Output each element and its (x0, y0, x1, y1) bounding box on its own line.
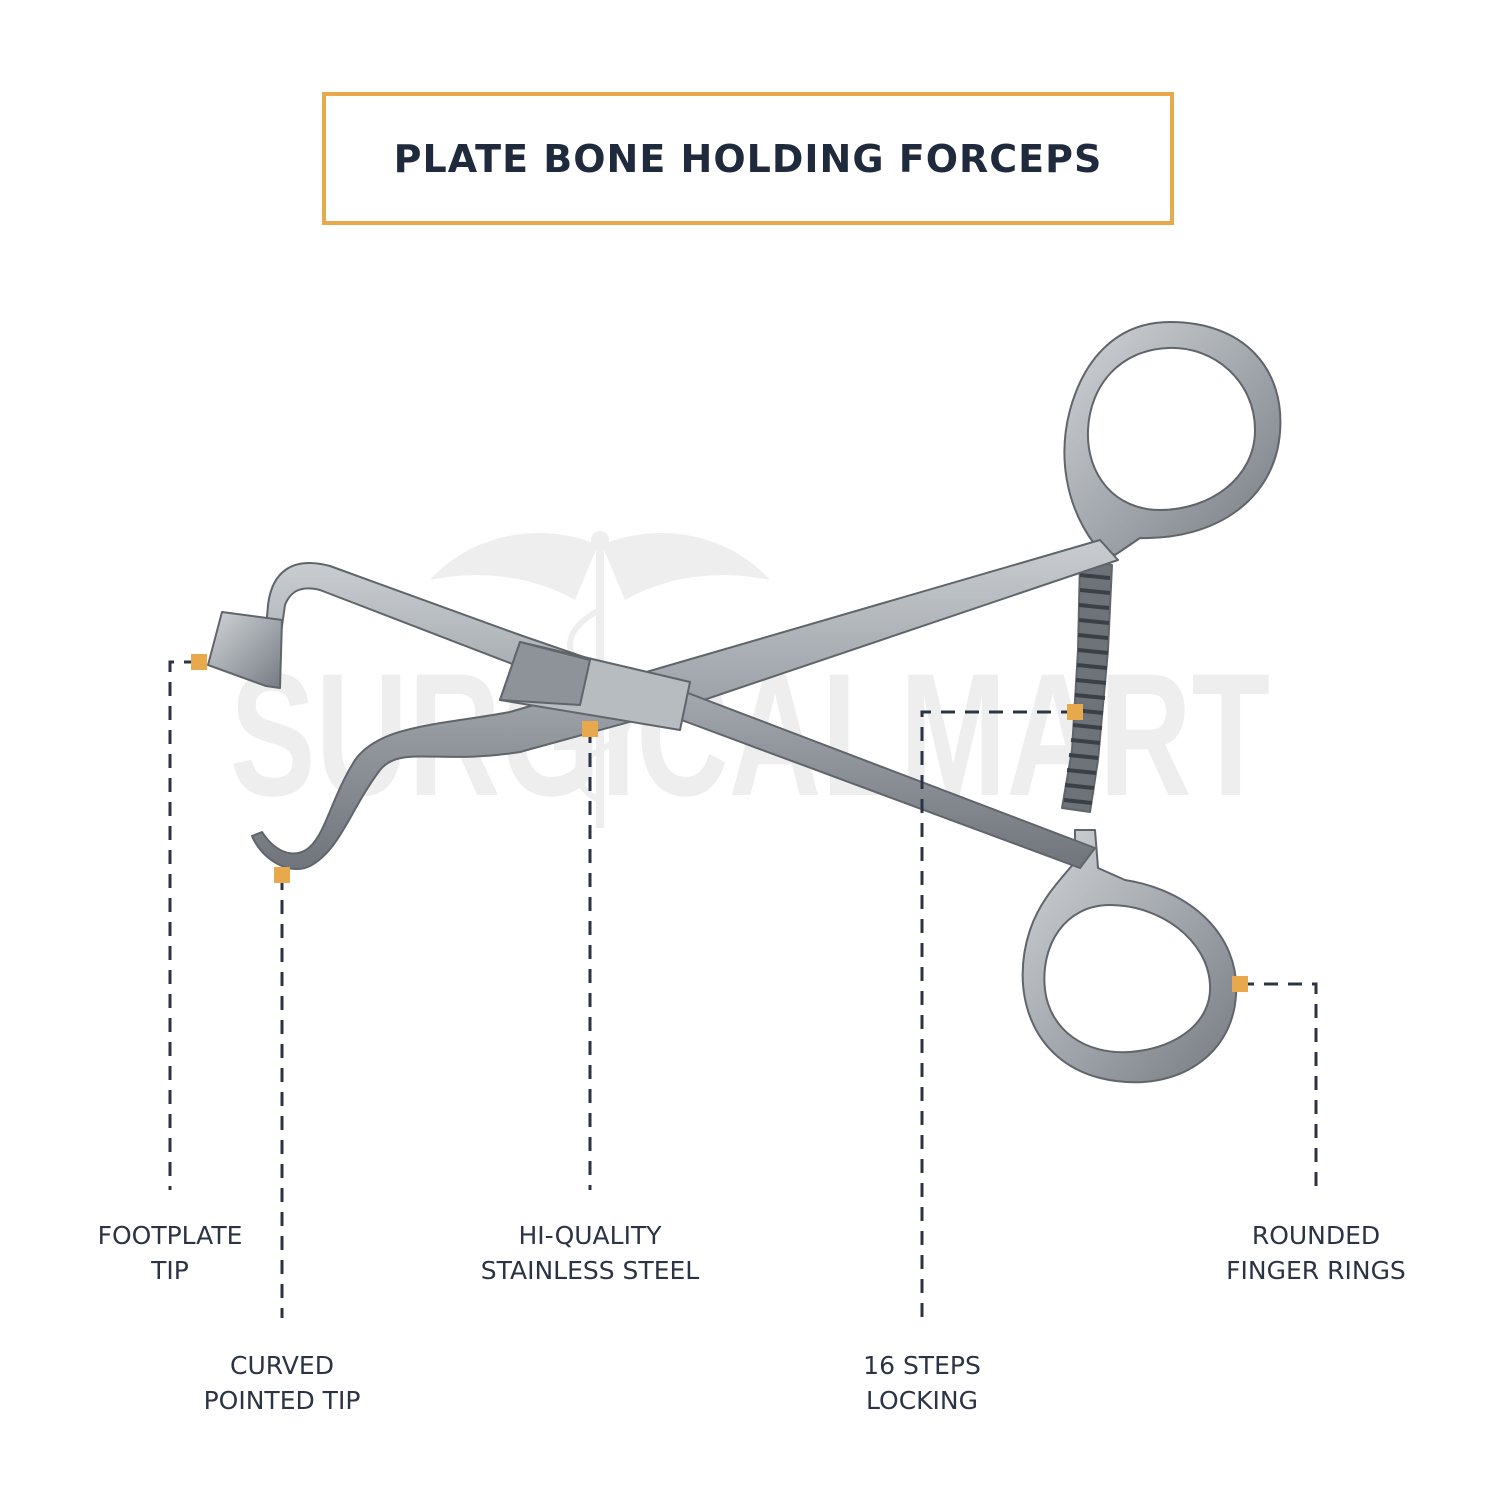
label-line: HI-QUALITY (518, 1221, 662, 1250)
leader-rings (1240, 982, 1318, 1190)
title-box: PLATE BONE HOLDING FORCEPS (322, 92, 1174, 225)
footplate-tip (207, 611, 283, 689)
marker-steel (582, 721, 598, 737)
leader-locking (920, 710, 1075, 1318)
label-footplate-tip: FOOTPLATE TIP (98, 1218, 243, 1288)
page-title: PLATE BONE HOLDING FORCEPS (393, 136, 1103, 181)
label-line: STAINLESS STEEL (480, 1256, 700, 1285)
label-line: TIP (151, 1256, 189, 1285)
label-stainless-steel: HI-QUALITY STAINLESS STEEL (481, 1218, 699, 1288)
marker-rings (1232, 976, 1248, 992)
marker-footplate (191, 654, 207, 670)
label-line: LOCKING (865, 1386, 979, 1415)
label-steps-locking: 16 STEPS LOCKING (863, 1348, 981, 1418)
label-line: FOOTPLATE (97, 1221, 243, 1250)
leader-footplate (168, 660, 198, 1190)
label-curved-pointed-tip: CURVED POINTED TIP (204, 1348, 361, 1418)
label-line: FINGER RINGS (1226, 1256, 1406, 1285)
lower-finger-ring (1021, 829, 1238, 1084)
forceps-illustration (207, 321, 1282, 1084)
leader-lines (168, 660, 1318, 1318)
label-line: POINTED TIP (203, 1386, 361, 1415)
label-line: 16 STEPS (863, 1351, 981, 1380)
upper-finger-ring (1063, 321, 1282, 556)
label-finger-rings: ROUNDED FINGER RINGS (1226, 1218, 1406, 1288)
marker-curved-tip (274, 867, 290, 883)
marker-locking (1067, 704, 1083, 720)
label-line: CURVED (230, 1351, 334, 1380)
callout-markers (191, 654, 1248, 992)
label-line: ROUNDED (1251, 1221, 1381, 1250)
box-joint (499, 641, 691, 731)
